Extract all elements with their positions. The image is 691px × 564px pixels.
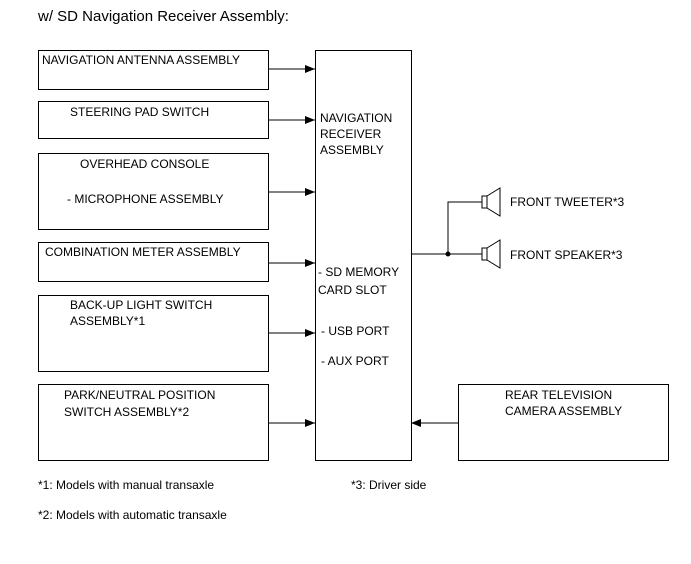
navigation-antenna-box [38,50,269,90]
steering-pad-switch-box [38,101,269,139]
footnote-1: *1: Models with manual transaxle [38,478,215,492]
backup-light-switch-box [38,295,269,372]
sd-card-slot-label-2: CARD SLOT [318,283,387,297]
steering-pad-switch-label: STEERING PAD SWITCH [70,105,210,119]
park-neutral-switch-box [38,384,269,461]
receiver-label-3: ASSEMBLY [320,143,384,157]
footnote-3: *3: Driver side [351,478,427,492]
front-tweeter-label: FRONT TWEETER*3 [510,195,625,209]
park-neutral-switch-label-1: PARK/NEUTRAL POSITION [64,388,216,402]
navigation-antenna-label: NAVIGATION ANTENNA ASSEMBLY [42,53,241,67]
backup-light-switch-label-2: ASSEMBLY*1 [70,314,146,328]
rear-camera-box [458,384,669,461]
rear-camera-label-2: CAMERA ASSEMBLY [505,404,623,418]
front-speaker-label: FRONT SPEAKER*3 [510,248,623,262]
microphone-assembly-label: - MICROPHONE ASSEMBLY [67,192,224,206]
receiver-label-1: NAVIGATION [320,111,393,125]
aux-port-label: - AUX PORT [321,354,389,368]
combination-meter-box [38,242,269,282]
rear-camera-label-1: REAR TELEVISION [505,388,613,402]
backup-light-switch-label-1: BACK-UP LIGHT SWITCH [70,298,213,312]
combination-meter-label: COMBINATION METER ASSEMBLY [45,245,241,259]
sd-card-slot-label-1: - SD MEMORY [318,265,400,279]
overhead-console-label: OVERHEAD CONSOLE [80,157,210,171]
usb-port-label: - USB PORT [321,324,390,338]
park-neutral-switch-label-2: SWITCH ASSEMBLY*2 [64,405,190,419]
tweeter-icon [481,187,501,217]
tweeter-branch [447,201,482,254]
diagram-title: w/ SD Navigation Receiver Assembly: [38,8,289,25]
navigation-receiver-box [315,50,412,461]
footnote-2: *2: Models with automatic transaxle [38,508,227,522]
speaker-icon [481,239,501,269]
junction-dot [445,251,451,257]
overhead-console-box [38,153,269,230]
receiver-label-2: RECEIVER [320,127,382,141]
